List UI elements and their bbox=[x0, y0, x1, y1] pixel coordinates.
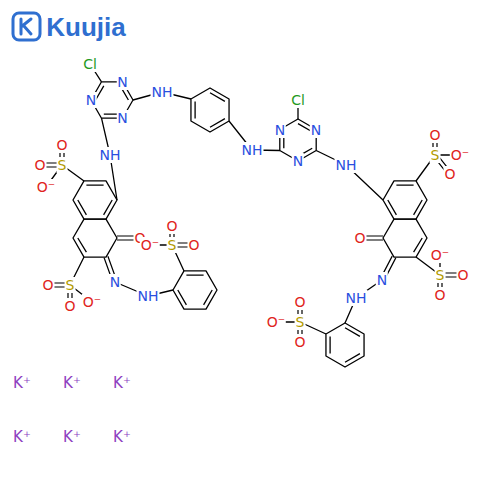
atom-label: Cl bbox=[290, 92, 306, 108]
counter-ion: K⁺ bbox=[112, 429, 132, 446]
atom-label: N bbox=[292, 153, 304, 169]
benzene-ring bbox=[191, 88, 229, 132]
atom-label: O⁻ bbox=[36, 179, 56, 195]
atom-label: O bbox=[63, 298, 76, 314]
atom-label: S bbox=[435, 267, 446, 283]
atom-label: Cl bbox=[82, 56, 98, 72]
atom-label: O bbox=[456, 267, 469, 283]
counter-ion: K⁺ bbox=[12, 375, 32, 392]
naphthalene-ring bbox=[73, 181, 117, 219]
atom-label: N bbox=[310, 122, 322, 138]
atom-label: O bbox=[293, 294, 306, 310]
logo-mark bbox=[21, 19, 31, 34]
single-bonds bbox=[46, 64, 460, 334]
atom-label: O⁻ bbox=[82, 294, 102, 310]
atom-label: S bbox=[295, 314, 306, 330]
atom-label: S bbox=[167, 237, 178, 253]
counter-ion: K⁺ bbox=[62, 375, 82, 392]
atom-label: NH bbox=[99, 147, 122, 163]
atom-label: S bbox=[430, 147, 441, 163]
naphthalene-ring bbox=[383, 219, 427, 257]
atom-label: NH bbox=[151, 84, 174, 100]
atom-label: N bbox=[116, 74, 128, 90]
counter-ion: K⁺ bbox=[62, 429, 82, 446]
atom-label: O bbox=[165, 218, 178, 234]
atom-label: O bbox=[443, 166, 456, 182]
atom-label: O bbox=[55, 137, 68, 153]
atom-label: O bbox=[433, 287, 446, 303]
logo-frame bbox=[13, 13, 40, 40]
ring-bonds bbox=[73, 82, 427, 367]
naphthalene-ring bbox=[73, 219, 117, 257]
atom-label: NH bbox=[345, 290, 368, 306]
atom-label: O⁻ bbox=[266, 314, 286, 330]
atom-label: NH bbox=[137, 288, 160, 304]
naphthalene-ring bbox=[383, 181, 427, 219]
counter-ion: K⁺ bbox=[112, 375, 132, 392]
atom-label: O bbox=[187, 237, 200, 253]
atom-label: NH bbox=[335, 157, 358, 173]
atom-label: NH bbox=[241, 142, 264, 158]
atom-label: O bbox=[428, 127, 441, 143]
atom-label: O bbox=[293, 334, 306, 350]
benzene-ring bbox=[173, 271, 217, 309]
atom-label: N bbox=[376, 272, 388, 288]
atom-label: O⁻ bbox=[140, 237, 160, 253]
atom-label: S bbox=[57, 157, 68, 173]
benzene-ring bbox=[326, 323, 364, 367]
atom-label: O bbox=[353, 230, 366, 246]
logo-text: Kuujia bbox=[46, 14, 125, 40]
atom-label: O⁻ bbox=[450, 147, 470, 163]
inner-double-bonds bbox=[78, 86, 422, 362]
atom-label: N bbox=[85, 92, 97, 108]
logo-icon bbox=[13, 13, 40, 40]
atom-label: S bbox=[65, 277, 76, 293]
atom-label: O bbox=[33, 157, 46, 173]
double-bonds bbox=[40, 135, 463, 342]
atom-label: N bbox=[116, 110, 128, 126]
counter-ion: K⁺ bbox=[12, 429, 32, 446]
atom-label: O⁻ bbox=[430, 247, 450, 263]
atom-label: N bbox=[109, 274, 121, 290]
atom-label: N bbox=[274, 122, 286, 138]
atom-label: O bbox=[41, 277, 54, 293]
